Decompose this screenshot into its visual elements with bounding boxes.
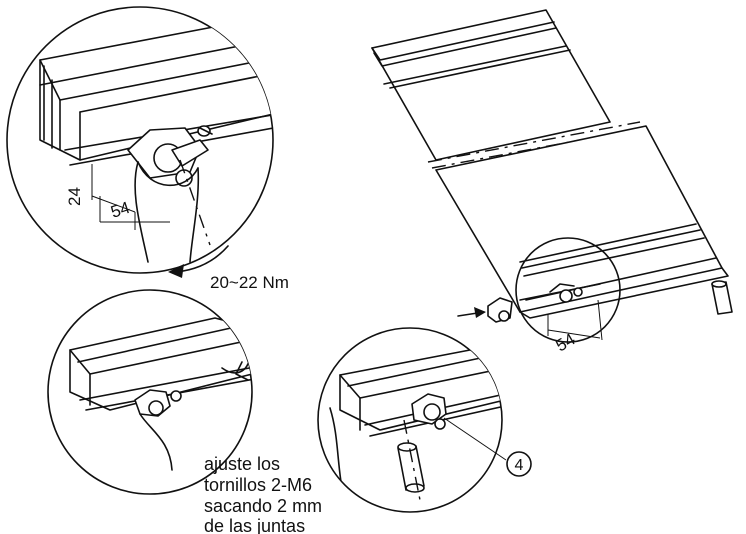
torque-label: 20~22 Nm [210, 273, 289, 292]
detail-circle-torque: 20~22 Nm 24 54 [6, 6, 289, 292]
detail-circle-plug: 4 [317, 327, 532, 513]
dim-24-label: 24 [65, 187, 84, 206]
instruction-line-1: ajuste los [204, 454, 280, 474]
magnifier-circle [6, 6, 274, 274]
rotation-arrow [175, 245, 229, 273]
part-callout-circle [506, 451, 532, 477]
detail-circle-adjust: ajuste los tornillos 2-M6 sacando 2 mm d… [47, 289, 322, 534]
part-number-label: 4 [515, 457, 524, 474]
panel-detail-circle [515, 237, 621, 343]
collector-panel: 54 [371, 9, 733, 356]
magnifier-circle [317, 327, 503, 513]
dim-54-label: 54 [108, 198, 132, 222]
wrench [134, 161, 149, 263]
adjust-instruction: ajuste los tornillos 2-M6 sacando 2 mm d… [204, 454, 322, 534]
instruction-line-4: de las juntas [204, 516, 305, 534]
dim-54-panel-label: 54 [553, 330, 579, 356]
instruction-line-2: tornillos 2-M6 [204, 475, 312, 495]
magnifier-circle [47, 289, 253, 495]
instruction-line-3: sacando 2 mm [204, 496, 322, 516]
